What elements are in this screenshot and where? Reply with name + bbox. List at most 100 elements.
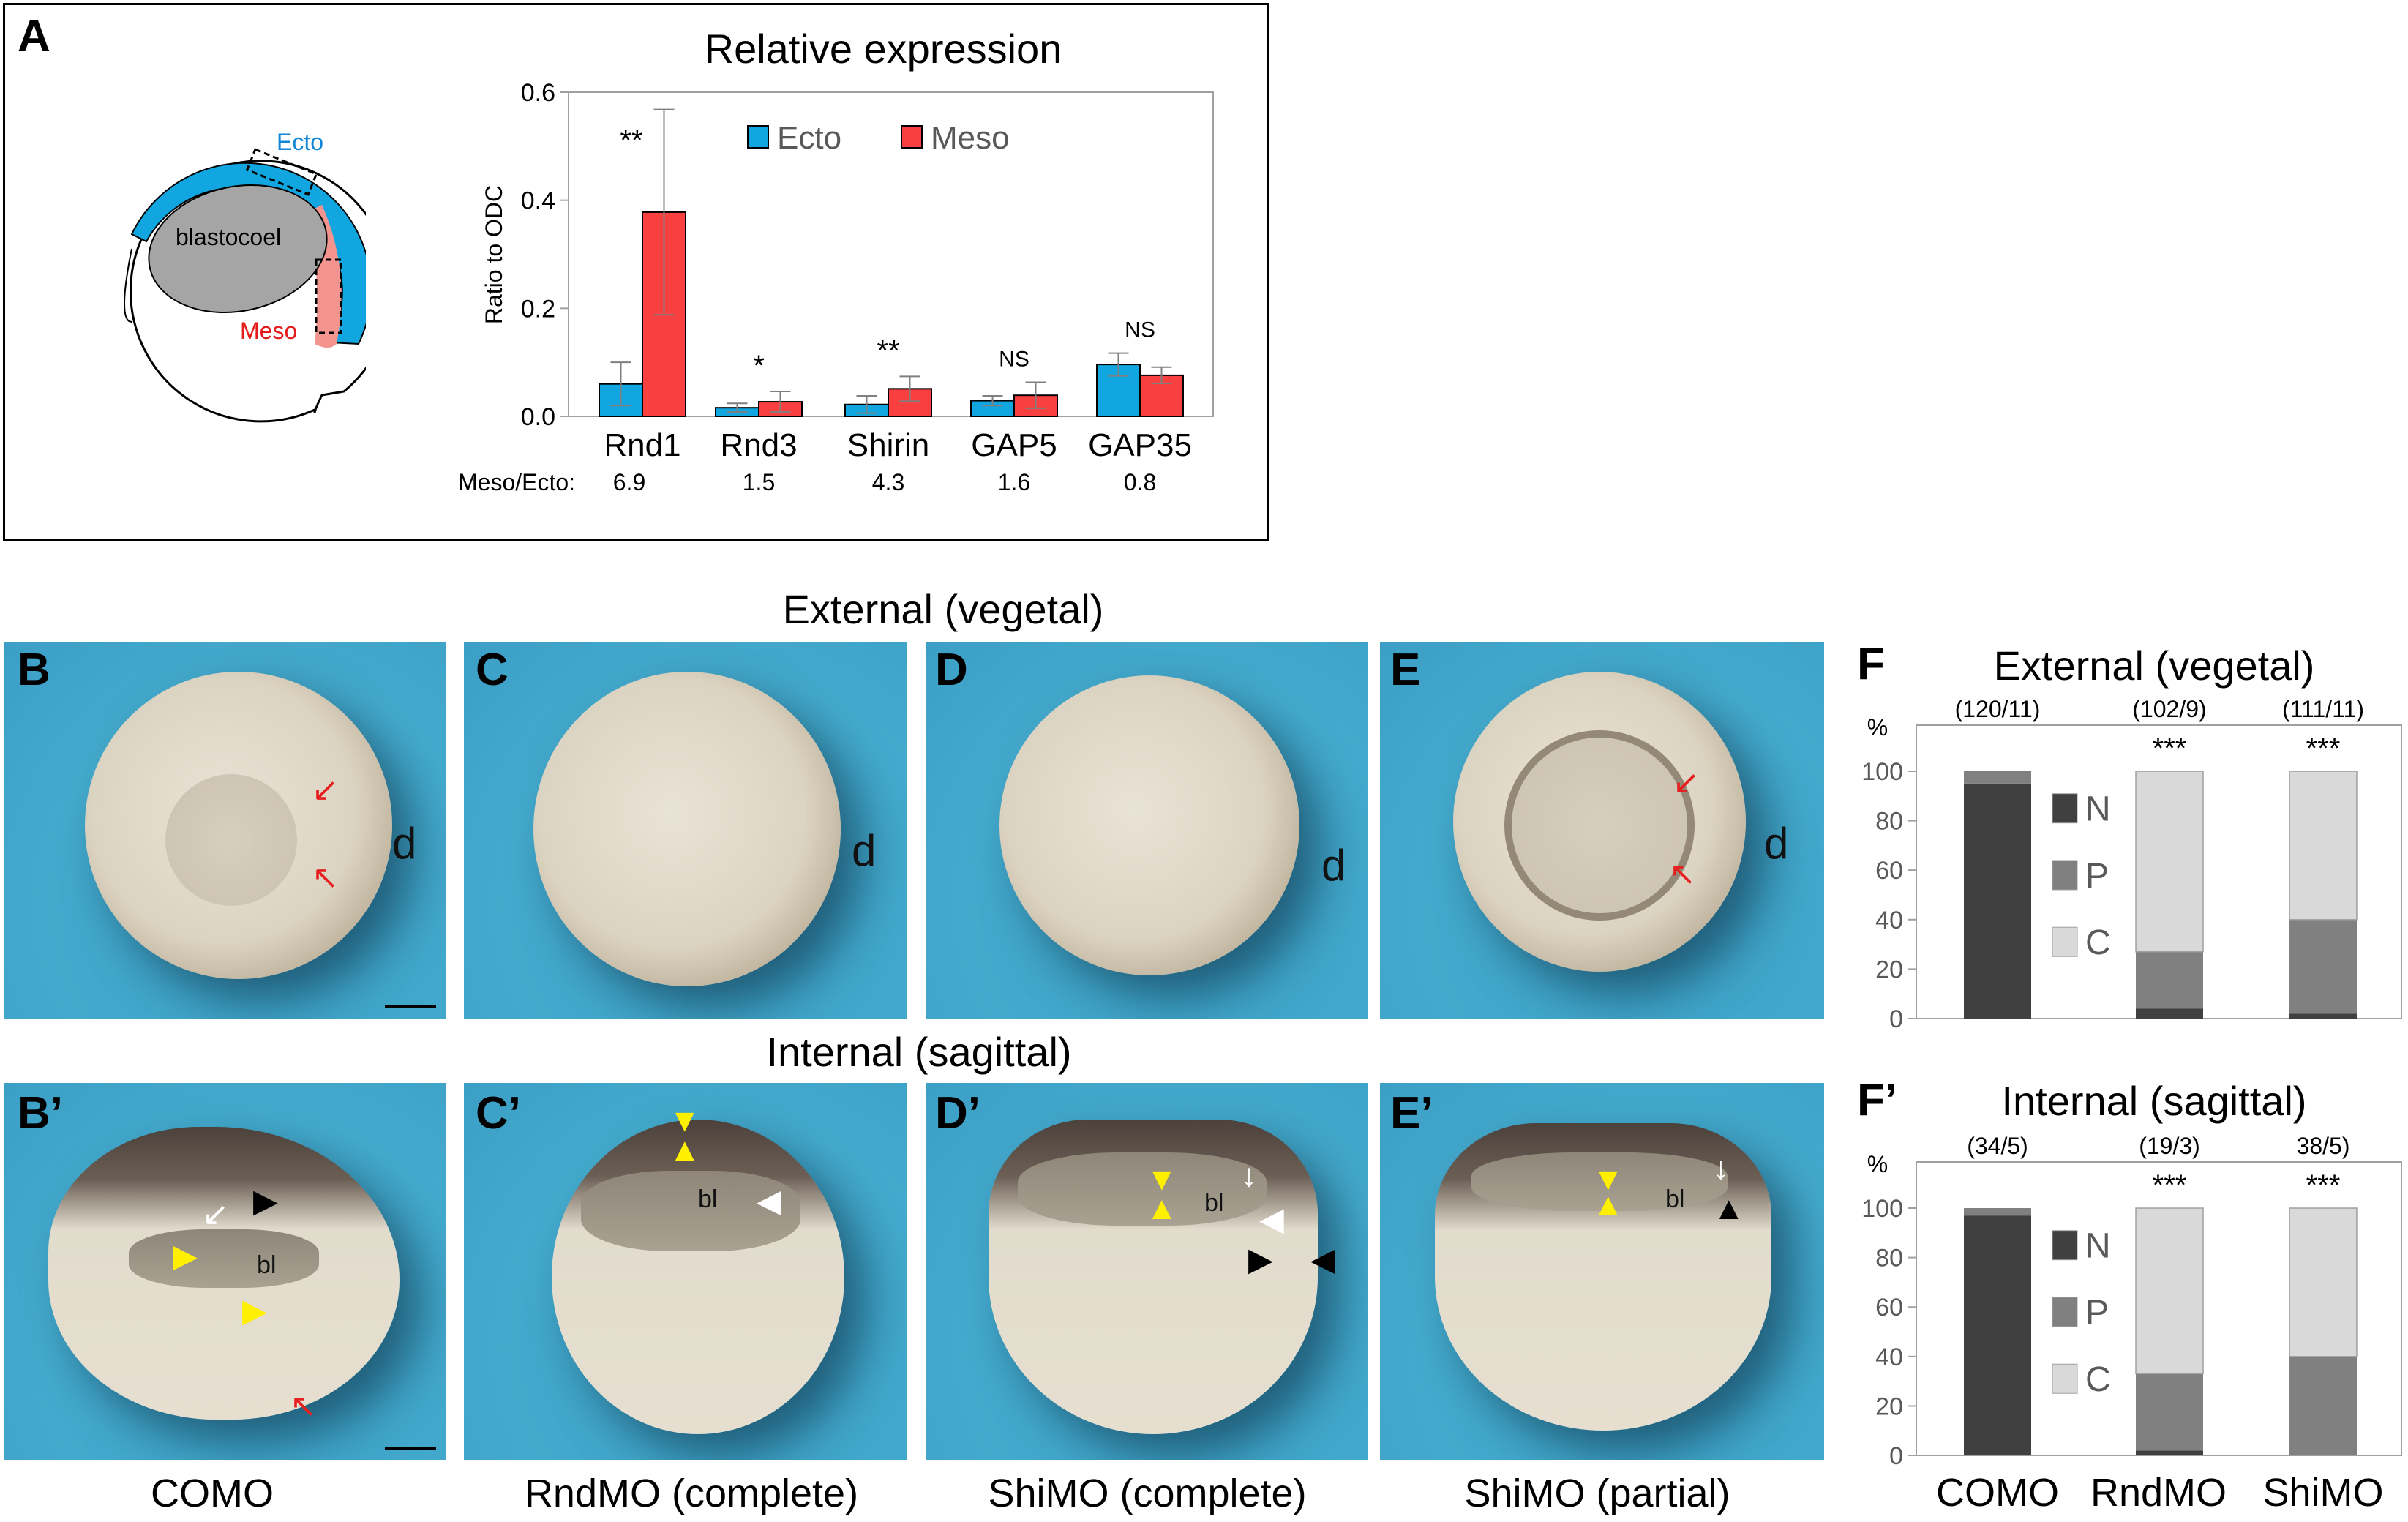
- y-tick-label-f-prime: 80: [1875, 1245, 1903, 1272]
- y-tick-label-f-prime: 60: [1875, 1294, 1903, 1322]
- embryo-c-prime: [552, 1120, 844, 1434]
- stacked-bar-p-rndmo: [2136, 1373, 2203, 1451]
- blastocoel-label: bl: [1204, 1189, 1224, 1217]
- caption-rndmo-complete: RndMO (complete): [524, 1472, 859, 1515]
- black-arrowhead-icon: ▶: [253, 1183, 278, 1219]
- significance-label: NS: [1125, 318, 1155, 342]
- legend-label-p: P: [2085, 857, 2109, 896]
- yellow-arrowhead-icon: ▲: [669, 1132, 701, 1168]
- photo-c-prime: ▼ ▲ bl ◀: [464, 1083, 907, 1460]
- black-arrowhead-icon: ◀: [1310, 1242, 1335, 1278]
- significance-label: *: [753, 350, 765, 382]
- stacked-bar-c-rndmo: [2135, 771, 2204, 953]
- significance-label: NS: [999, 347, 1029, 371]
- stacked-bar-c-shimo: [2289, 771, 2358, 921]
- photo-b-prime: ↙ ▶ ▶ ▶ bl ↖: [4, 1083, 446, 1460]
- chart-title-f: External (vegetal): [1994, 642, 2315, 689]
- scale-bar: [385, 1447, 436, 1450]
- panel-label-c-prime: C’: [476, 1088, 521, 1139]
- x-tick-label-f-prime: ShiMO: [2262, 1471, 2383, 1515]
- scale-bar: [385, 1005, 436, 1008]
- y-tick-label-f: 60: [1875, 857, 1903, 885]
- y-tick-label-f-prime: 100: [1861, 1195, 1903, 1223]
- legend-swatch-p: [2052, 860, 2078, 891]
- significance-label: **: [620, 124, 642, 157]
- legend-label-c: C: [2085, 923, 2111, 962]
- y-axis-label-f-prime: %: [1867, 1151, 1888, 1177]
- yellow-arrowhead-icon: ▼: [669, 1103, 701, 1139]
- stacked-bar-n-como: [1964, 783, 2031, 1019]
- y-tick-label-a: 0.2: [521, 295, 555, 323]
- legend-swatch-meso: [901, 125, 923, 149]
- caption-shimo-partial: ShiMO (partial): [1464, 1472, 1730, 1515]
- black-arrowhead-icon: ▲: [1713, 1191, 1745, 1226]
- red-arrow-icon: ↙: [312, 772, 339, 808]
- panel-label-c: C: [476, 645, 509, 695]
- stacked-bar-c-shimo: [2289, 1207, 2358, 1357]
- panel-label-e-prime: E’: [1390, 1088, 1433, 1139]
- embryo-e: [1453, 672, 1746, 972]
- x-tick-label-f-prime: RndMO: [2090, 1471, 2227, 1515]
- red-arrow-icon: ↖: [290, 1388, 317, 1424]
- stacked-bar-p-rndmo: [2136, 951, 2203, 1009]
- caption-como: COMO: [151, 1472, 274, 1515]
- embryo-b-prime: [48, 1127, 400, 1420]
- x-tick-label-a: Rnd3: [720, 427, 797, 463]
- x-tick-label-a: GAP35: [1088, 427, 1192, 463]
- chart-title-a: Relative expression: [705, 26, 1062, 72]
- photo-d: d: [926, 642, 1368, 1019]
- red-arrow-icon: ↙: [1673, 765, 1700, 801]
- photo-e: ↙ ↖ d: [1380, 642, 1824, 1019]
- y-tick-label-f: 0: [1889, 1005, 1903, 1033]
- dorsal-label: d: [1764, 819, 1789, 868]
- photo-d-prime: ▼ ▲ bl ↓ ◀ ▶ ◀: [926, 1083, 1368, 1460]
- embryo-diagram: [124, 148, 366, 423]
- dorsal-label: d: [392, 819, 417, 868]
- white-arrow-icon: ↓: [1713, 1150, 1729, 1186]
- y-tick-label-f: 100: [1861, 758, 1903, 786]
- panel-label-f-prime: F’: [1857, 1075, 1898, 1125]
- panel-label-b-prime: B’: [18, 1088, 63, 1139]
- legend-swatch-p: [2052, 1297, 2078, 1327]
- caption-shimo-complete: ShiMO (complete): [988, 1472, 1307, 1515]
- legend-swatch-n: [2052, 1230, 2078, 1261]
- sample-count: 38/5): [2297, 1133, 2350, 1159]
- blastocoel-region: [148, 184, 328, 313]
- yellow-arrowhead-icon: ▶: [173, 1238, 198, 1274]
- heading-external: External (vegetal): [782, 586, 1104, 632]
- sample-count: (120/11): [1955, 696, 2041, 722]
- photo-e-prime: ▼ ▲ bl ↓ ▲: [1380, 1083, 1824, 1460]
- embryo-b: [85, 672, 392, 979]
- significance-label: ***: [2153, 1169, 2187, 1202]
- stacked-bar-n-como: [1964, 1215, 2031, 1455]
- panel-label-a: A: [18, 11, 50, 61]
- panel-label-d: D: [935, 645, 968, 695]
- embryo-d: [999, 675, 1299, 975]
- ecto-dashed-box: [245, 148, 318, 196]
- blastocoel-label: bl: [257, 1251, 277, 1279]
- dorsal-label: d: [852, 826, 877, 875]
- stacked-bar-p-shimo: [2289, 1356, 2357, 1455]
- y-tick-label-a: 0.4: [521, 187, 555, 215]
- photo-c: d: [464, 642, 907, 1019]
- blastocoel-label: bl: [698, 1185, 718, 1213]
- significance-label: ***: [2306, 732, 2341, 765]
- y-tick-label-f-prime: 40: [1875, 1343, 1903, 1371]
- panel-a-frame: [3, 3, 1269, 541]
- stacked-bar-p-shimo: [2289, 919, 2357, 1014]
- photo-b: ↙ ↖ d: [4, 642, 446, 1019]
- y-tick-label-f: 40: [1875, 907, 1903, 934]
- white-arrow-icon: ↓: [1241, 1158, 1257, 1193]
- panel-label-f: F: [1857, 639, 1885, 689]
- ratio-value: 4.3: [872, 469, 904, 495]
- stacked-bar-p-como: [1964, 771, 2031, 784]
- sample-count: (102/9): [2132, 696, 2206, 722]
- y-tick-label-f: 20: [1875, 956, 1903, 983]
- diagram-label-ecto: Ecto: [277, 129, 324, 155]
- yellow-arrowhead-icon: ▼: [1146, 1161, 1178, 1197]
- embryo-inner-line: [124, 248, 132, 323]
- dorsal-label: d: [1321, 841, 1346, 890]
- legend-swatch-c: [2052, 1363, 2078, 1394]
- embryo-d-prime: [989, 1120, 1318, 1434]
